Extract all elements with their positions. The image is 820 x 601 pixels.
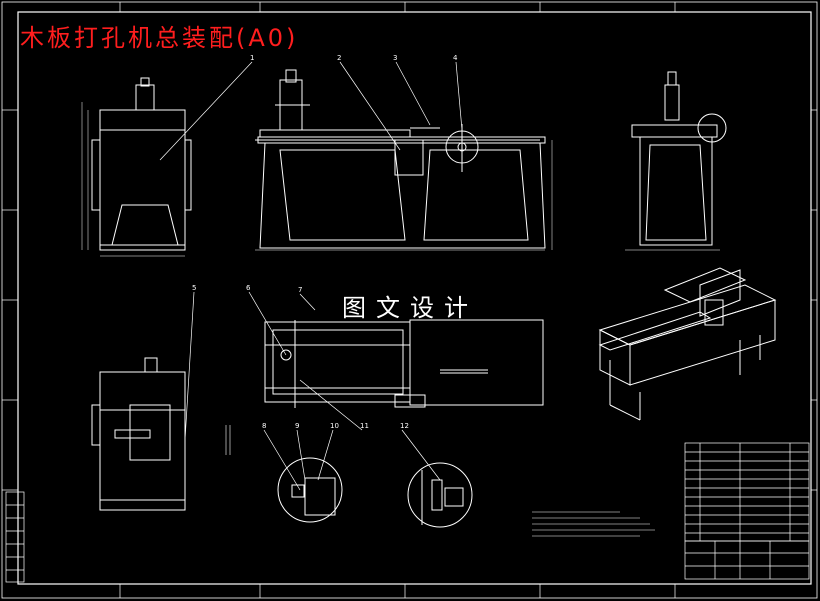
front-elevation-view [255, 69, 553, 251]
technical-notes [532, 511, 655, 537]
balloon-12: 12 [400, 422, 409, 430]
inner-border [17, 11, 812, 585]
balloon-6: 6 [246, 284, 251, 292]
left-elevation-view [81, 77, 192, 257]
balloon-11: 11 [360, 422, 369, 430]
balloon-2: 2 [337, 54, 341, 62]
top-plan-view [264, 319, 544, 408]
watermark-text: 图文设计 [342, 294, 478, 322]
detail-views [225, 425, 473, 528]
parts-list-table [684, 442, 810, 580]
balloon-9: 9 [295, 422, 299, 430]
balloon-7: 7 [298, 286, 302, 294]
balloon-4: 4 [453, 54, 458, 62]
right-elevation-view [625, 71, 727, 251]
balloon-5: 5 [192, 284, 196, 292]
balloon-1: 1 [250, 54, 254, 62]
section-view [91, 357, 186, 511]
isometric-view [598, 267, 777, 421]
balloon-3: 3 [393, 54, 397, 62]
drawing-title: 木板打孔机总装配(A0) [20, 24, 299, 52]
balloon-labels: 1 2 3 4 5 6 7 8 9 10 11 12 [192, 54, 458, 430]
balloon-8: 8 [262, 422, 266, 430]
leader-lines [159, 61, 463, 491]
left-title-strip [5, 491, 25, 583]
balloon-10: 10 [330, 422, 339, 430]
